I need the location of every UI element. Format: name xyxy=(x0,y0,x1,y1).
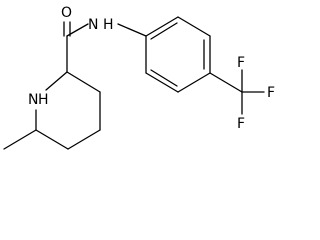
fluorine-bottom-label: F xyxy=(237,116,245,132)
amide-hydrogen-label: H xyxy=(103,17,114,33)
aromatic-inner-bond-c xyxy=(150,69,178,87)
bond-c2-c3 xyxy=(66,71,101,93)
bond-ar1-ar2 xyxy=(145,16,179,37)
trifluoromethyl-group xyxy=(209,69,265,115)
aromatic-inner-bond-a xyxy=(150,22,178,40)
bond-carbonyl-nitrogen xyxy=(66,23,89,37)
bond-c4-c5 xyxy=(67,129,101,150)
bond-ar5-ar6 xyxy=(145,72,179,93)
oxygen-label: O xyxy=(61,5,72,21)
amide-nitrogen-label: N xyxy=(88,17,98,33)
bond-nitrogen-aryl xyxy=(117,23,147,37)
bond-c2-n1 xyxy=(45,71,68,91)
bond-ar4-cf3 xyxy=(209,72,243,93)
bond-ar4-ar5 xyxy=(177,72,211,93)
fluorine-right-label: F xyxy=(267,85,275,101)
ring-nitrogen-label: N xyxy=(28,92,38,108)
structure-canvas: O N H N H F F F xyxy=(3,5,276,150)
bond-c6-methyl xyxy=(3,129,37,150)
piperidine-ring xyxy=(3,71,101,150)
fluorine-top-label: F xyxy=(237,55,245,71)
amide-group xyxy=(63,21,147,73)
bond-c5-c6 xyxy=(35,129,69,150)
ring-hydrogen-label: H xyxy=(38,92,49,108)
molecule-diagram: O N H N H F F F xyxy=(3,5,275,150)
bond-ar2-ar3 xyxy=(177,16,211,37)
benzene-ring xyxy=(145,16,211,93)
